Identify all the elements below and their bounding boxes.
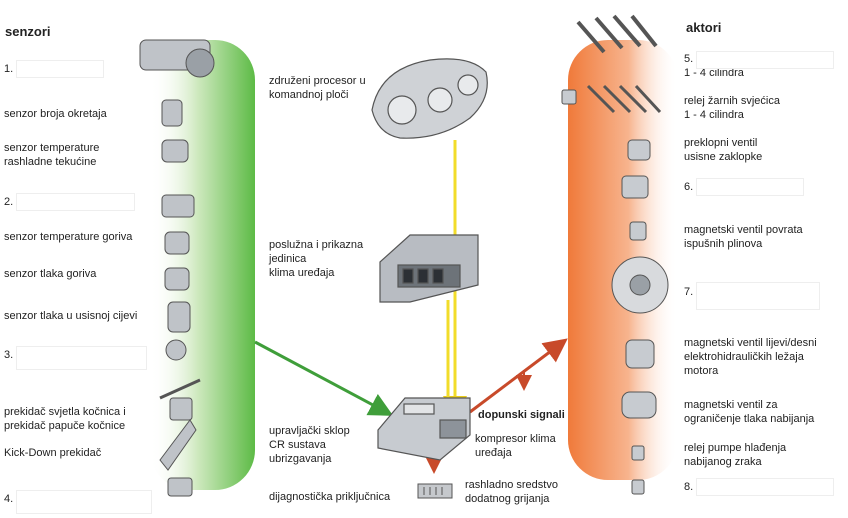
dashboard-icon bbox=[371, 58, 488, 139]
actuator-label-egr: magnetski ventil povrata ispušnih plinov… bbox=[684, 224, 803, 250]
answer-blank-3[interactable] bbox=[16, 346, 147, 370]
sensor-part-icons bbox=[139, 39, 215, 497]
actuators-title: aktori bbox=[686, 20, 722, 35]
ecu-icon bbox=[377, 397, 471, 461]
sensors-title: senzori bbox=[5, 24, 51, 39]
actuator-label-6: 6. bbox=[684, 181, 694, 193]
actuator-part-icons bbox=[561, 14, 669, 495]
sensor-label-4: 4. bbox=[4, 493, 14, 505]
coolant-heater-label: rashladno sredstvo dodatnog grijanja bbox=[465, 479, 558, 505]
sensor-label-kickdown: Kick-Down prekidač bbox=[4, 447, 102, 459]
ecu-label: upravljački sklop CR sustava ubrizgavanj… bbox=[269, 425, 350, 465]
diagnostic-label: dijagnostička priključnica bbox=[269, 491, 391, 503]
actuator-label-glow-relay: relej žarnih svjećica 1 - 4 cilindra bbox=[684, 95, 780, 121]
sensor-label-fuel-pressure: senzor tlaka goriva bbox=[4, 268, 97, 280]
sensor-label-speed: senzor broja okretaja bbox=[4, 108, 107, 120]
answer-blank-4[interactable] bbox=[16, 490, 152, 514]
sensor-signal-arrow bbox=[254, 340, 394, 416]
answer-blank-1[interactable] bbox=[16, 60, 104, 78]
sensor-label-fuel-temp: senzor temperature goriva bbox=[4, 231, 133, 243]
sensor-label-3: 3. bbox=[4, 349, 14, 361]
sensor-label-brake-switch: prekidač svjetla kočnica i prekidač papu… bbox=[4, 406, 126, 432]
answer-blank-6[interactable] bbox=[696, 178, 804, 196]
actuator-label-intake-flap: preklopni ventil usisne zaklopke bbox=[684, 137, 763, 163]
actuator-signal-arrow bbox=[469, 338, 568, 414]
climate-unit-label: poslužna i prikazna jedinica klima uređa… bbox=[269, 239, 364, 279]
sensor-label-manifold-pressure: senzor tlaka u usisnoj cijevi bbox=[4, 310, 138, 322]
dashboard-label: združeni procesor u komandnoj ploči bbox=[269, 75, 366, 101]
actuator-label-cooling-pump-relay: relej pumpe hlađenja nabijanog zraka bbox=[684, 442, 787, 468]
sensor-label-coolant-temp: senzor temperature rashladne tekućine bbox=[4, 142, 100, 168]
extra-signals-label: dopunski signali bbox=[478, 409, 565, 421]
compressor-label: kompresor klima uređaja bbox=[475, 433, 556, 459]
answer-blank-8[interactable] bbox=[696, 478, 834, 496]
climate-unit-icon bbox=[379, 234, 479, 303]
actuator-label-boost-limit: magnetski ventil za ograničenje tlaka na… bbox=[684, 399, 815, 425]
actuator-label-7: 7. bbox=[684, 286, 694, 298]
sensor-label-1: 1. bbox=[4, 63, 14, 75]
sensor-label-2: 2. bbox=[4, 196, 14, 208]
actuator-label-8: 8. bbox=[684, 481, 694, 493]
answer-blank-7[interactable] bbox=[696, 282, 820, 310]
actuator-label-engine-mounts: magnetski ventil lijevi/desni elektrohid… bbox=[684, 337, 817, 377]
answer-blank-5[interactable] bbox=[696, 51, 834, 69]
answer-blank-2[interactable] bbox=[16, 193, 135, 211]
actuator-label-5: 5. 1 - 4 cilindra bbox=[684, 53, 744, 79]
diagnostic-connector-icon bbox=[417, 483, 453, 499]
